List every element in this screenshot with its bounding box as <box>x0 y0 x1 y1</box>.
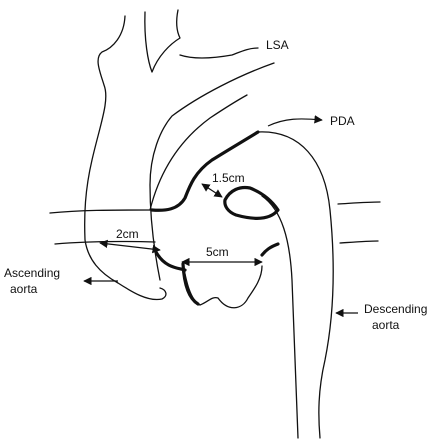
lsa-label: LSA <box>266 38 289 52</box>
dim-1-5cm-label: 1.5cm <box>212 171 245 185</box>
ascending-aorta-left-wall <box>85 16 166 300</box>
left-subclavian-artery <box>180 48 258 58</box>
dim-1-5cm-arrow <box>202 184 222 197</box>
pda-label: PDA <box>330 114 355 128</box>
left-vessel-upper <box>50 210 152 213</box>
aneurysm-outline-lower <box>156 252 185 270</box>
ascending-aorta-label-line1: Ascending <box>4 266 60 280</box>
right-vessel-upper <box>338 202 380 204</box>
right-vessel-lower <box>340 241 378 243</box>
descending-aorta-label-line1: Descending <box>364 302 427 316</box>
descending-aorta-inner-wall <box>262 196 298 438</box>
dim-5cm-label: 5cm <box>206 245 229 259</box>
descending-aorta-label-line2: aorta <box>372 318 400 332</box>
aneurysm-right-lower <box>262 244 278 255</box>
dim-2cm-label: 2cm <box>116 227 139 241</box>
ascending-aorta-label-line2: aorta <box>10 282 38 296</box>
pda-pointer <box>268 119 322 126</box>
dim-2cm-arrow <box>100 243 160 250</box>
brachiocephalic-artery <box>145 10 180 72</box>
